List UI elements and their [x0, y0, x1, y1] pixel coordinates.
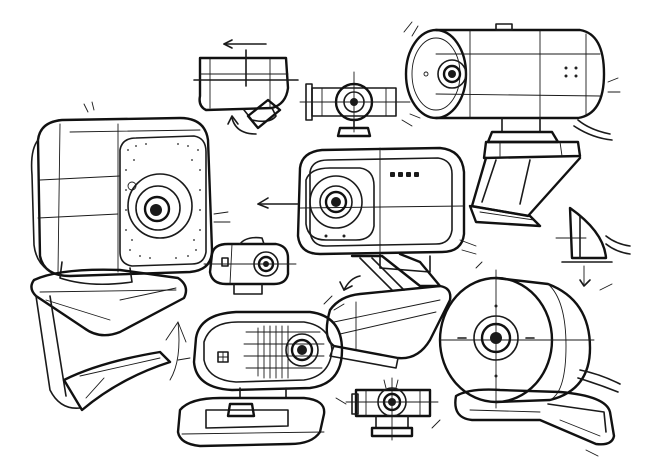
speaker-grille-dots	[125, 143, 201, 259]
camera-lens	[127, 173, 193, 239]
webcam-front-mini-bottom	[345, 377, 439, 441]
webcam-center-hero	[257, 146, 477, 369]
webcam-cylinder-top-right	[401, 21, 621, 228]
webcam-oval-bottom-left	[176, 295, 347, 448]
grille-slots	[243, 325, 325, 379]
webcam-front-mini-top	[299, 71, 411, 138]
webcam-round-bottom-right	[431, 261, 621, 457]
webcam-side-bracket-right	[555, 206, 631, 287]
webcam-large-square-left	[30, 101, 231, 412]
webcam-small-oval-center	[203, 236, 297, 295]
webcam-side-profile-top	[193, 39, 299, 135]
